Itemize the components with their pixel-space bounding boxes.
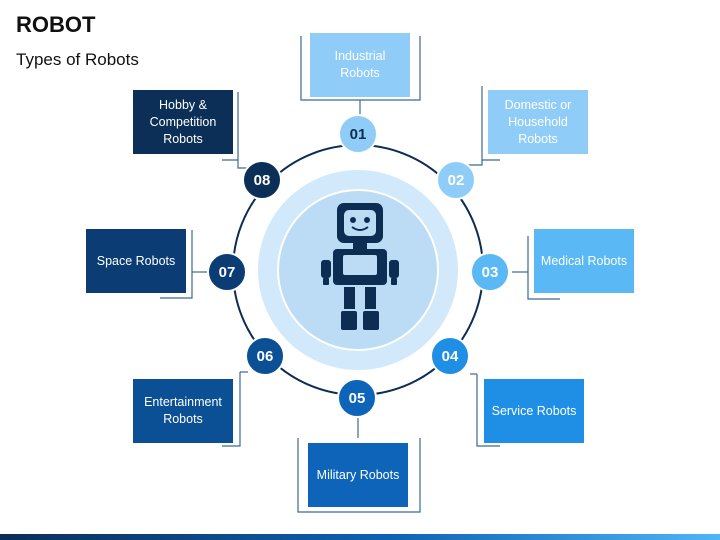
bottom-accent-bar	[0, 534, 720, 540]
badge-06: 06	[245, 336, 285, 376]
box-label: Space Robots	[96, 253, 176, 268]
box-industrial-robots: Industrial Robots	[310, 33, 410, 97]
box-domestic-robots: Domestic or Household Robots	[488, 90, 588, 154]
box-label: Medical Robots	[540, 253, 628, 268]
connector-03	[527, 236, 560, 300]
box-label: Hobby & Competition Robots	[149, 97, 217, 146]
robot-icon	[321, 203, 399, 330]
box-label: Military Robots	[316, 467, 400, 482]
connector-04	[476, 374, 500, 447]
badge-01: 01	[338, 114, 378, 154]
badge-04: 04	[430, 336, 470, 376]
badge-02: 02	[436, 160, 476, 200]
box-entertainment-robots: Entertainment Robots	[133, 379, 233, 443]
box-military-robots: Military Robots	[308, 443, 408, 507]
badge-05: 05	[337, 378, 377, 418]
connector-06	[222, 372, 241, 447]
slide-subtitle: Types of Robots	[16, 50, 139, 69]
box-label: Service Robots	[491, 403, 577, 418]
connector-lines	[160, 36, 560, 513]
box-label: Domestic or Household Robots	[504, 97, 572, 146]
box-service-robots: Service Robots	[484, 379, 584, 443]
box-hobby-robots: Hobby & Competition Robots	[133, 90, 233, 154]
box-space-robots: Space Robots	[86, 229, 186, 293]
badge-08: 08	[242, 160, 282, 200]
badge-03: 03	[470, 252, 510, 292]
box-label: Entertainment Robots	[144, 395, 222, 426]
box-label: Industrial Robots	[334, 49, 386, 80]
box-medical-robots: Medical Robots	[534, 229, 634, 293]
badge-07: 07	[207, 252, 247, 292]
connector-05	[297, 438, 421, 513]
connector-07	[160, 230, 193, 299]
slide-title: ROBOT	[16, 12, 96, 37]
